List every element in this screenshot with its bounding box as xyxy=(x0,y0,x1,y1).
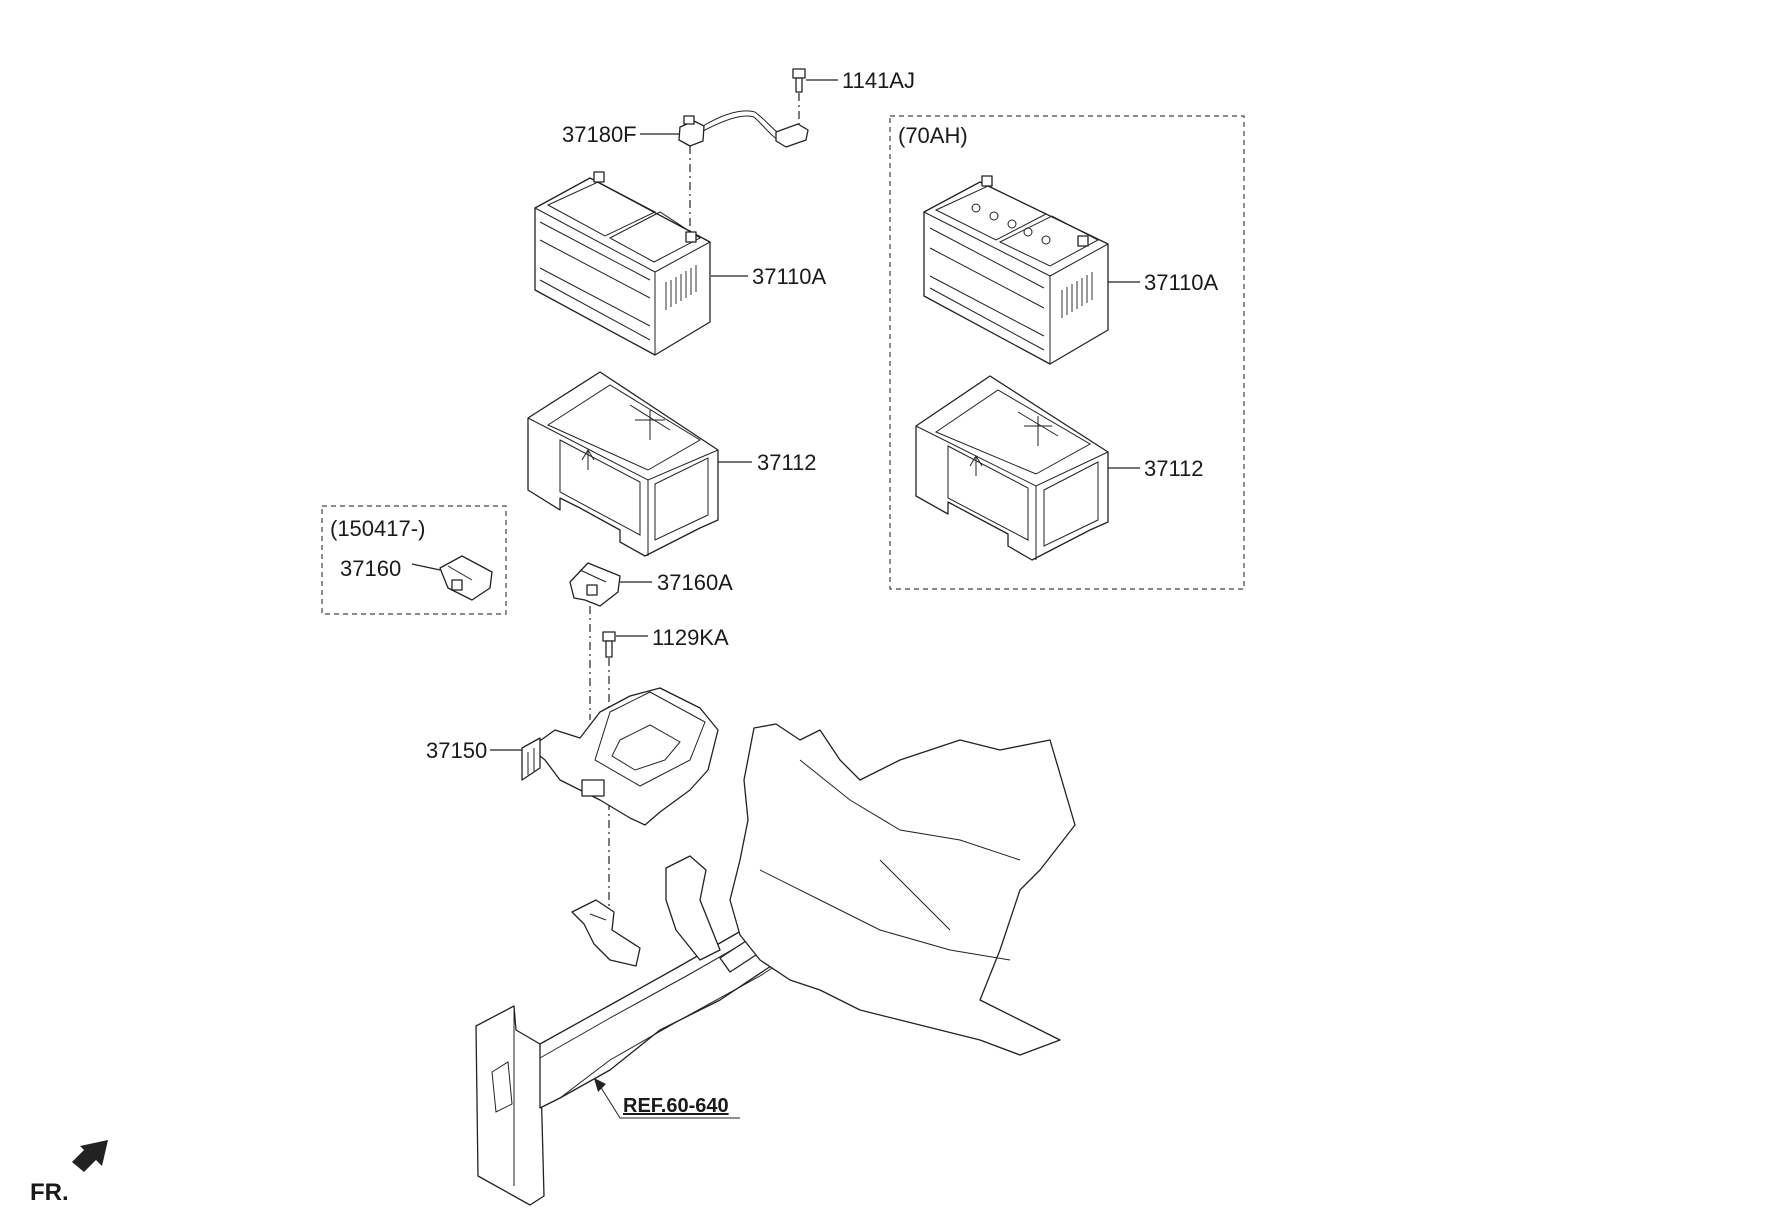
tray-37112[interactable] xyxy=(527,371,752,557)
cable-37180f[interactable] xyxy=(640,110,809,235)
alt-clamp-box-title: (150417-) xyxy=(330,516,425,541)
label-37112: 37112 xyxy=(757,450,817,475)
alt-clamp-box xyxy=(321,505,507,615)
label-1141aj: 1141AJ xyxy=(842,68,915,93)
vehicle-frame-structure xyxy=(475,723,1076,1206)
label-37160a: 37160A xyxy=(657,570,733,595)
label-37160: 37160 xyxy=(340,556,401,581)
label-37150: 37150 xyxy=(426,738,487,763)
reference-pointer xyxy=(594,1078,740,1119)
label-1129ka: 1129KA xyxy=(652,625,729,650)
battery-37110a[interactable] xyxy=(534,171,748,356)
front-arrow-icon xyxy=(72,1140,108,1172)
label-37180f: 37180F xyxy=(562,122,637,147)
clamp-37160a[interactable] xyxy=(569,562,652,720)
bolt-1141aj[interactable] xyxy=(792,68,838,126)
alt-battery-box xyxy=(889,115,1245,590)
reference-label[interactable]: REF.60-640 xyxy=(623,1095,729,1117)
alt-battery-box-title: (70AH) xyxy=(898,123,968,148)
tray-37112-70ah[interactable] xyxy=(915,375,1140,561)
label-37110a: 37110A xyxy=(752,264,827,289)
clamp-37160[interactable] xyxy=(411,555,493,601)
label-37112-70ah: 37112 xyxy=(1144,456,1204,481)
battery-37110a-70ah[interactable] xyxy=(923,175,1140,365)
label-37110a-70ah: 37110A xyxy=(1144,270,1219,295)
front-indicator-label: FR. xyxy=(30,1179,69,1206)
bracket-37150[interactable] xyxy=(490,687,719,826)
